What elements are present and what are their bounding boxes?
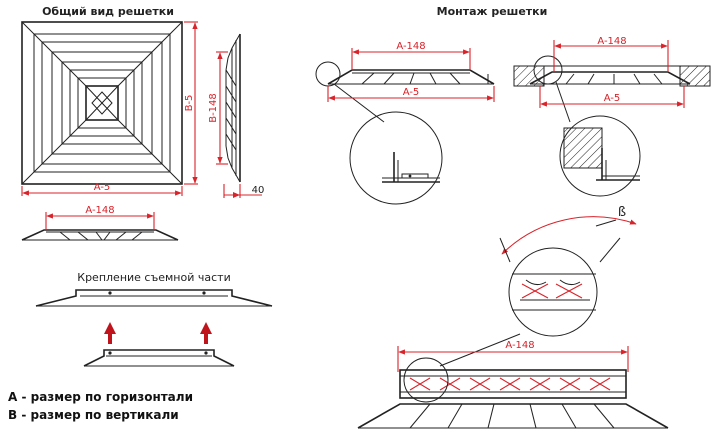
mounting-title: Монтаж решетки (437, 5, 548, 18)
mount-right-view (513, 55, 711, 197)
fastening-title: Крепление съемной части (77, 271, 230, 284)
legend-a: A - размер по горизонтали (8, 390, 193, 404)
dim-a5-mount-right: A-5 (604, 93, 621, 104)
legend-b: B - размер по вертикали (8, 408, 179, 422)
up-arrow-right (200, 322, 212, 344)
dim-b148: B-148 (208, 93, 219, 123)
dim-a148-assembly: A-148 (505, 340, 534, 351)
grille-side-view (225, 33, 241, 183)
core-profile-view (21, 229, 179, 241)
dim-a148-profile: A-148 (85, 205, 114, 216)
removable-core-profile (83, 349, 235, 367)
assembly-profile (357, 357, 669, 429)
mount-left-view (315, 61, 495, 205)
dim-b5: B-5 (184, 95, 195, 112)
dim-depth: 40 (252, 185, 265, 196)
louver-angle-detail (439, 247, 598, 367)
dim-a5-mount-left: A-5 (403, 87, 420, 98)
dim-a5-front: A-5 (94, 182, 111, 193)
dim-a148-mount-left: A-148 (396, 41, 425, 52)
grille-front-view (21, 21, 183, 185)
dim-a148-mount-right: A-148 (597, 36, 626, 47)
up-arrow-left (104, 322, 116, 344)
dim-angle: ß (618, 205, 626, 220)
outer-frame-profile (35, 289, 273, 307)
general-view-title: Общий вид решетки (42, 5, 174, 18)
